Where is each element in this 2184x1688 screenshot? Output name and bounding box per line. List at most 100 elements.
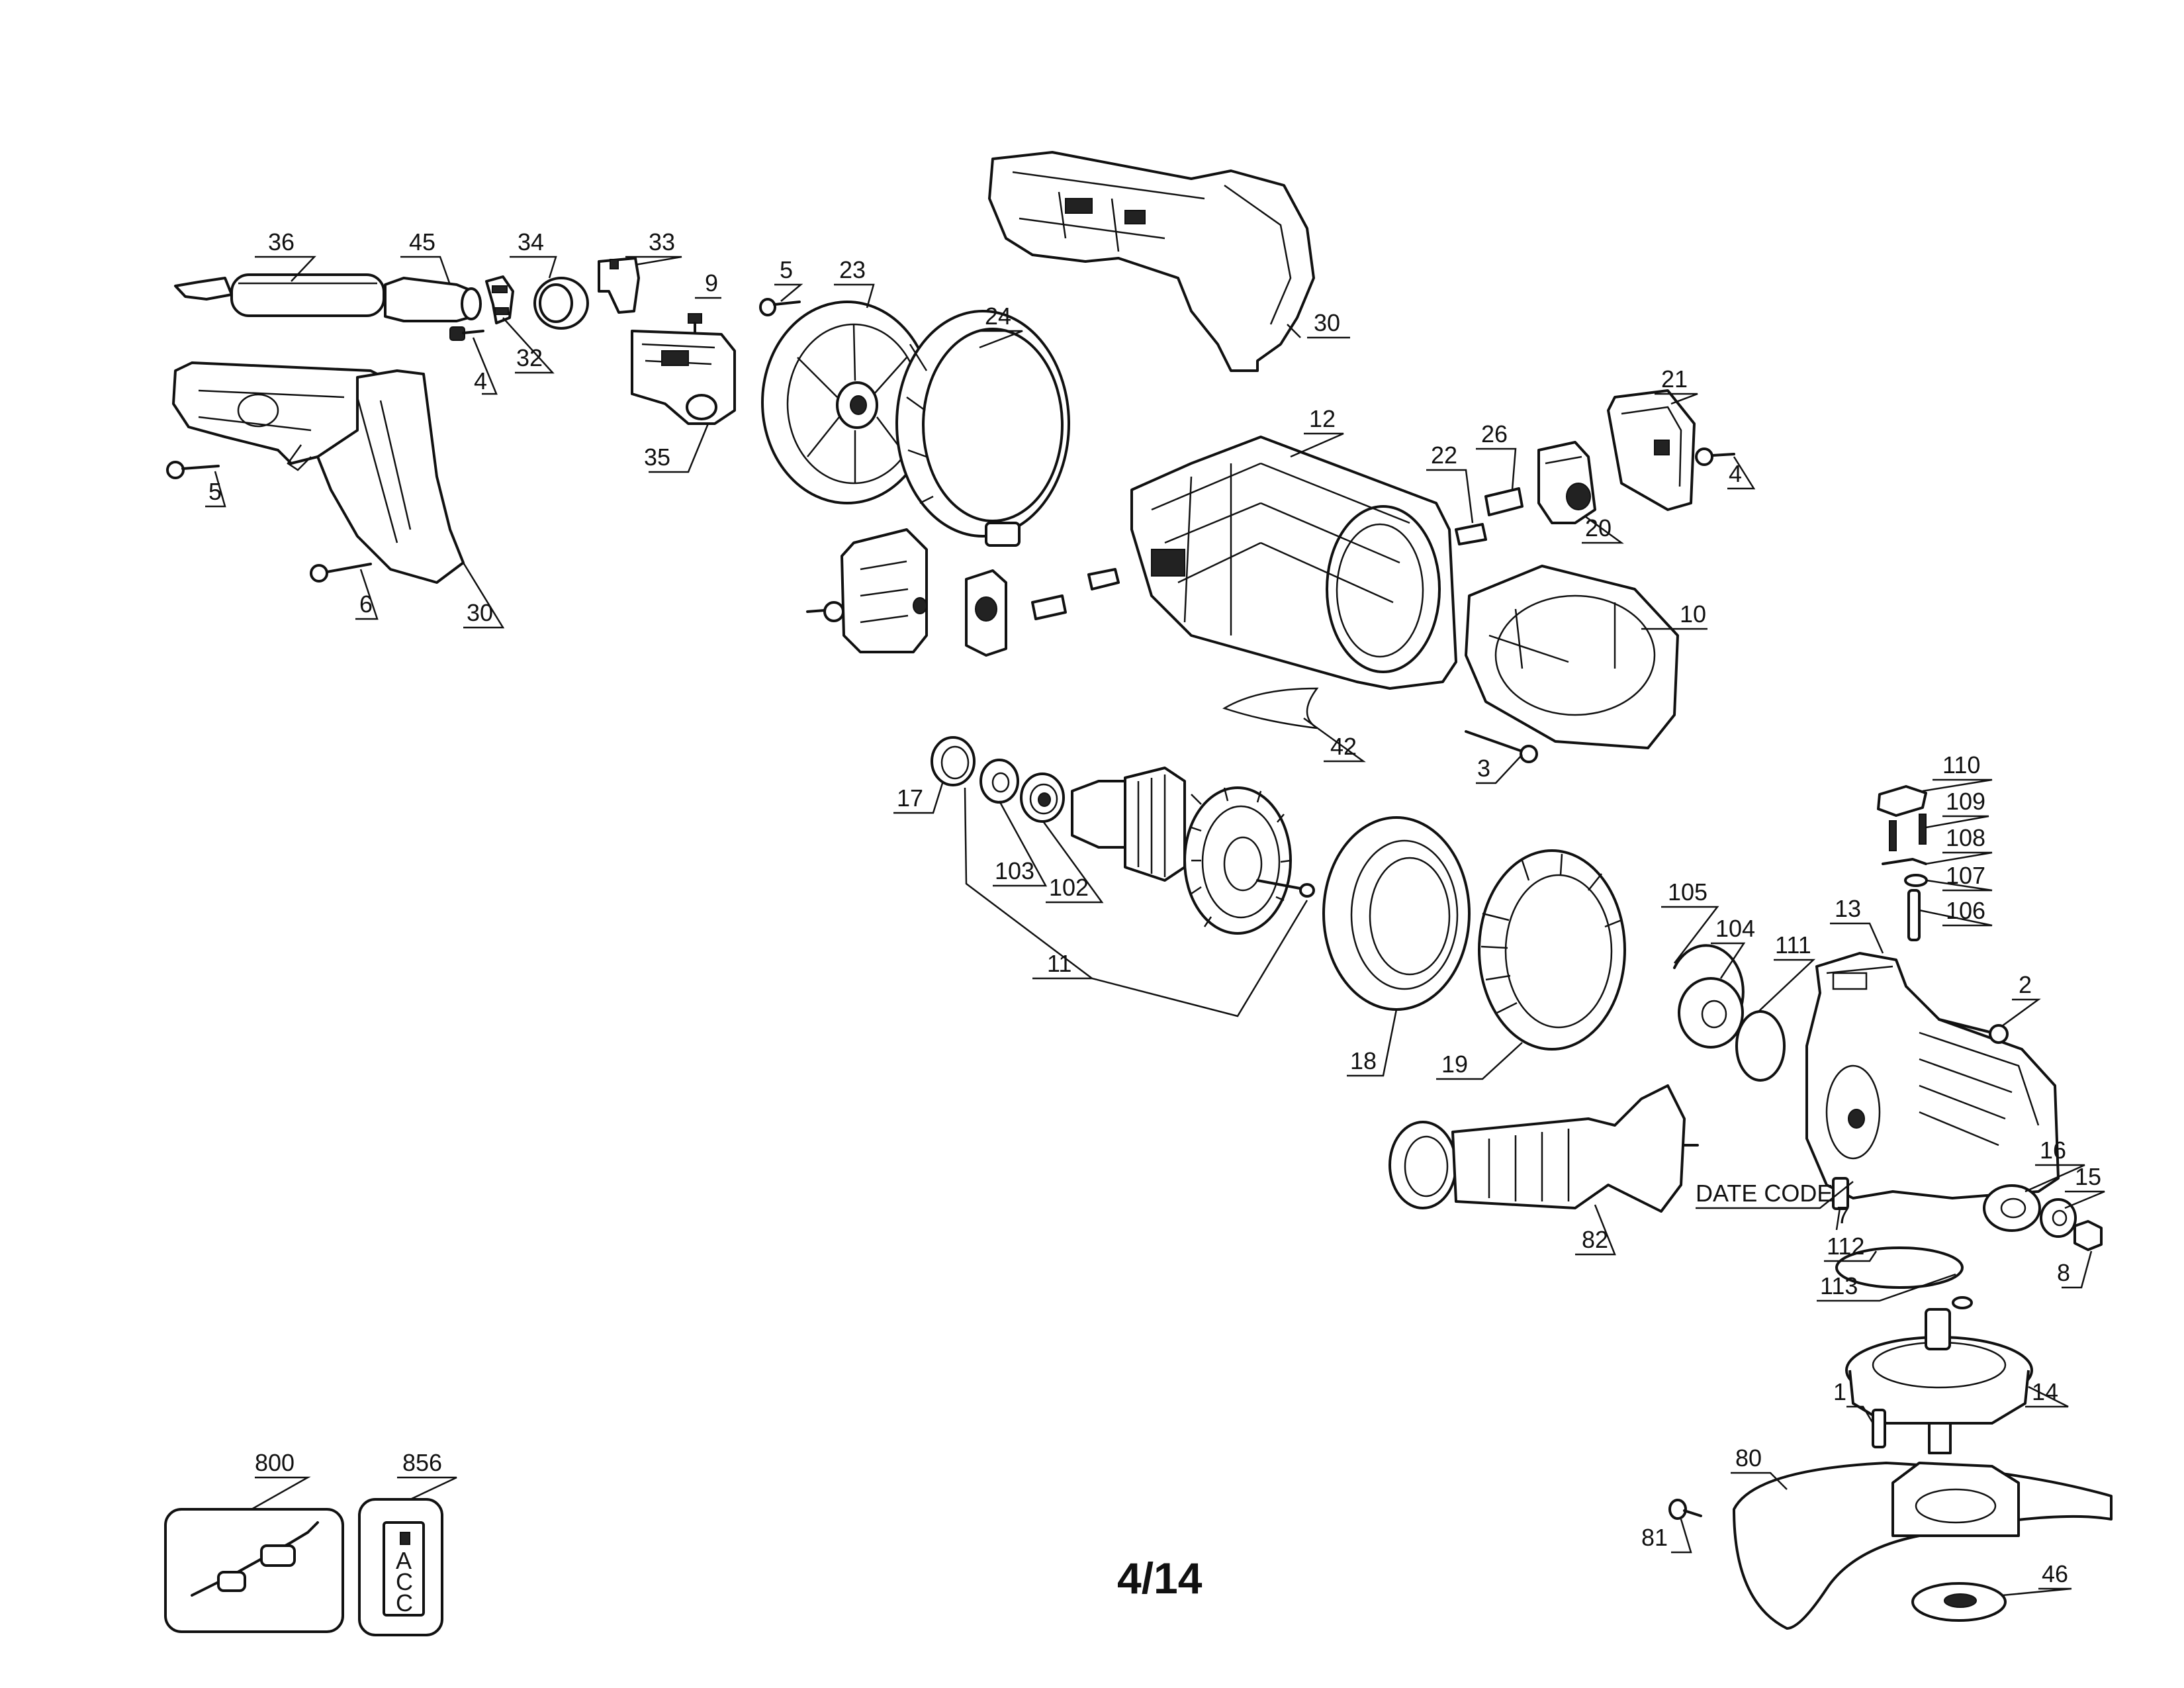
- part-clip: [1882, 858, 1927, 865]
- callout-2: 2: [2019, 971, 2032, 998]
- part-brush-cover-left: [806, 528, 928, 653]
- callout-800: 800: [255, 1449, 295, 1476]
- callout-35: 35: [644, 444, 670, 471]
- callout-3: 3: [1477, 755, 1490, 782]
- callout-23: 23: [839, 256, 866, 283]
- callout-4a: 4: [474, 367, 487, 395]
- callout-9: 9: [705, 269, 718, 297]
- part-screw-1: [1872, 1409, 1886, 1448]
- callout-17: 17: [897, 784, 923, 812]
- part-housing-lower: [172, 361, 465, 584]
- callout-106: 106: [1946, 897, 1985, 924]
- accessory-letter-c1: C: [396, 1568, 413, 1595]
- accessory-box-856: [358, 1498, 443, 1636]
- part-brush-holder-left: [965, 568, 1120, 657]
- callout-109: 109: [1946, 788, 1985, 815]
- part-screw-5b: [166, 461, 220, 479]
- callout-11: 11: [1047, 950, 1071, 977]
- part-bearing-plate: [1845, 1308, 2033, 1454]
- part-washer: [979, 759, 1019, 804]
- callout-110: 110: [1942, 751, 1980, 778]
- part-o-ring-112: [1835, 1246, 1964, 1289]
- part-switch-bracket: [598, 257, 640, 314]
- part-switch: [631, 330, 736, 425]
- part-carbon-brush: [1484, 487, 1524, 516]
- part-spring-washer: [1983, 1184, 2041, 1232]
- part-flange: [1911, 1582, 2007, 1622]
- callout-4b: 4: [1729, 460, 1742, 487]
- callout-104: 104: [1715, 915, 1755, 942]
- accessory-letter-c2: C: [396, 1589, 413, 1617]
- callout-20: 20: [1585, 514, 1612, 541]
- callout-111: 111: [1775, 931, 1811, 959]
- part-motor-housing: [1130, 436, 1457, 690]
- part-springs: [1889, 814, 1927, 851]
- part-nut: [2073, 1220, 2103, 1251]
- part-power-cord: [174, 273, 385, 317]
- part-long-screw: [1465, 730, 1538, 763]
- callout-15: 15: [2075, 1163, 2101, 1190]
- part-housing-upper: [988, 151, 1315, 372]
- callout-6: 6: [359, 590, 373, 618]
- date-code-label: DATE CODE: [1696, 1180, 1833, 1207]
- callout-16: 16: [2040, 1137, 2066, 1164]
- part-brush-spring: [1455, 523, 1487, 545]
- part-screw-small: [449, 326, 484, 341]
- accessory-letter-a: A: [396, 1547, 412, 1574]
- callout-19: 19: [1441, 1051, 1468, 1078]
- part-gear-bearing: [1678, 977, 1744, 1049]
- callout-108: 108: [1946, 824, 1985, 851]
- callout-45: 45: [409, 228, 435, 256]
- part-screw-5a: [759, 298, 801, 316]
- callout-18: 18: [1350, 1047, 1377, 1074]
- part-lock-button: [1877, 785, 1927, 817]
- part-fan-baffle: [1322, 816, 1471, 1011]
- callout-107: 107: [1946, 862, 1985, 889]
- callout-5a: 5: [780, 256, 793, 283]
- accessory-box-800: [164, 1508, 344, 1633]
- part-baffle: [1465, 565, 1679, 749]
- callout-7: 7: [1837, 1201, 1850, 1229]
- part-washer-113: [1952, 1296, 1973, 1309]
- callout-10: 10: [1680, 600, 1706, 628]
- callout-102: 102: [1049, 874, 1089, 901]
- part-brush-holder-right: [1537, 441, 1596, 524]
- part-armature: [1071, 767, 1315, 935]
- callout-81: 81: [1641, 1524, 1668, 1551]
- part-label: [1222, 687, 1319, 729]
- callout-34: 34: [518, 228, 544, 256]
- callout-82: 82: [1582, 1226, 1608, 1253]
- part-screw-6: [310, 563, 372, 583]
- callout-1: 1: [1833, 1378, 1846, 1405]
- callout-22: 22: [1431, 442, 1457, 469]
- part-lock-pin: [1907, 889, 1921, 941]
- callout-5b: 5: [208, 478, 222, 505]
- callout-12: 12: [1309, 405, 1336, 432]
- callout-36: 36: [268, 228, 295, 256]
- callout-32: 32: [516, 344, 543, 371]
- part-screw-4b: [1695, 447, 1735, 466]
- callout-33: 33: [649, 228, 675, 256]
- part-bushing: [533, 277, 589, 330]
- callout-21: 21: [1661, 365, 1688, 393]
- part-screw-2: [1938, 1018, 2009, 1044]
- part-bearing-sleeve: [931, 736, 976, 786]
- callout-105: 105: [1668, 878, 1707, 906]
- part-side-handle: [1388, 1084, 1699, 1213]
- page-number: 4/14: [1117, 1554, 1203, 1603]
- callout-113: 113: [1820, 1272, 1858, 1299]
- callout-42: 42: [1330, 733, 1357, 760]
- part-washer-107: [1904, 874, 1928, 887]
- callout-labels: 36 45 34 33 9 5 23 24 30 4 32 35 5 6 30 …: [208, 228, 2101, 1617]
- callout-112: 112: [1827, 1233, 1864, 1260]
- part-field-ring: [895, 310, 1070, 547]
- part-guard: [1733, 1462, 2113, 1630]
- callout-14: 14: [2032, 1378, 2058, 1405]
- callout-30a: 30: [1314, 309, 1340, 336]
- callout-80: 80: [1735, 1444, 1762, 1472]
- callout-13: 13: [1835, 895, 1861, 922]
- part-o-ring-111: [1735, 1010, 1786, 1082]
- part-gear-case: [1805, 952, 2060, 1199]
- callout-30b: 30: [467, 599, 493, 626]
